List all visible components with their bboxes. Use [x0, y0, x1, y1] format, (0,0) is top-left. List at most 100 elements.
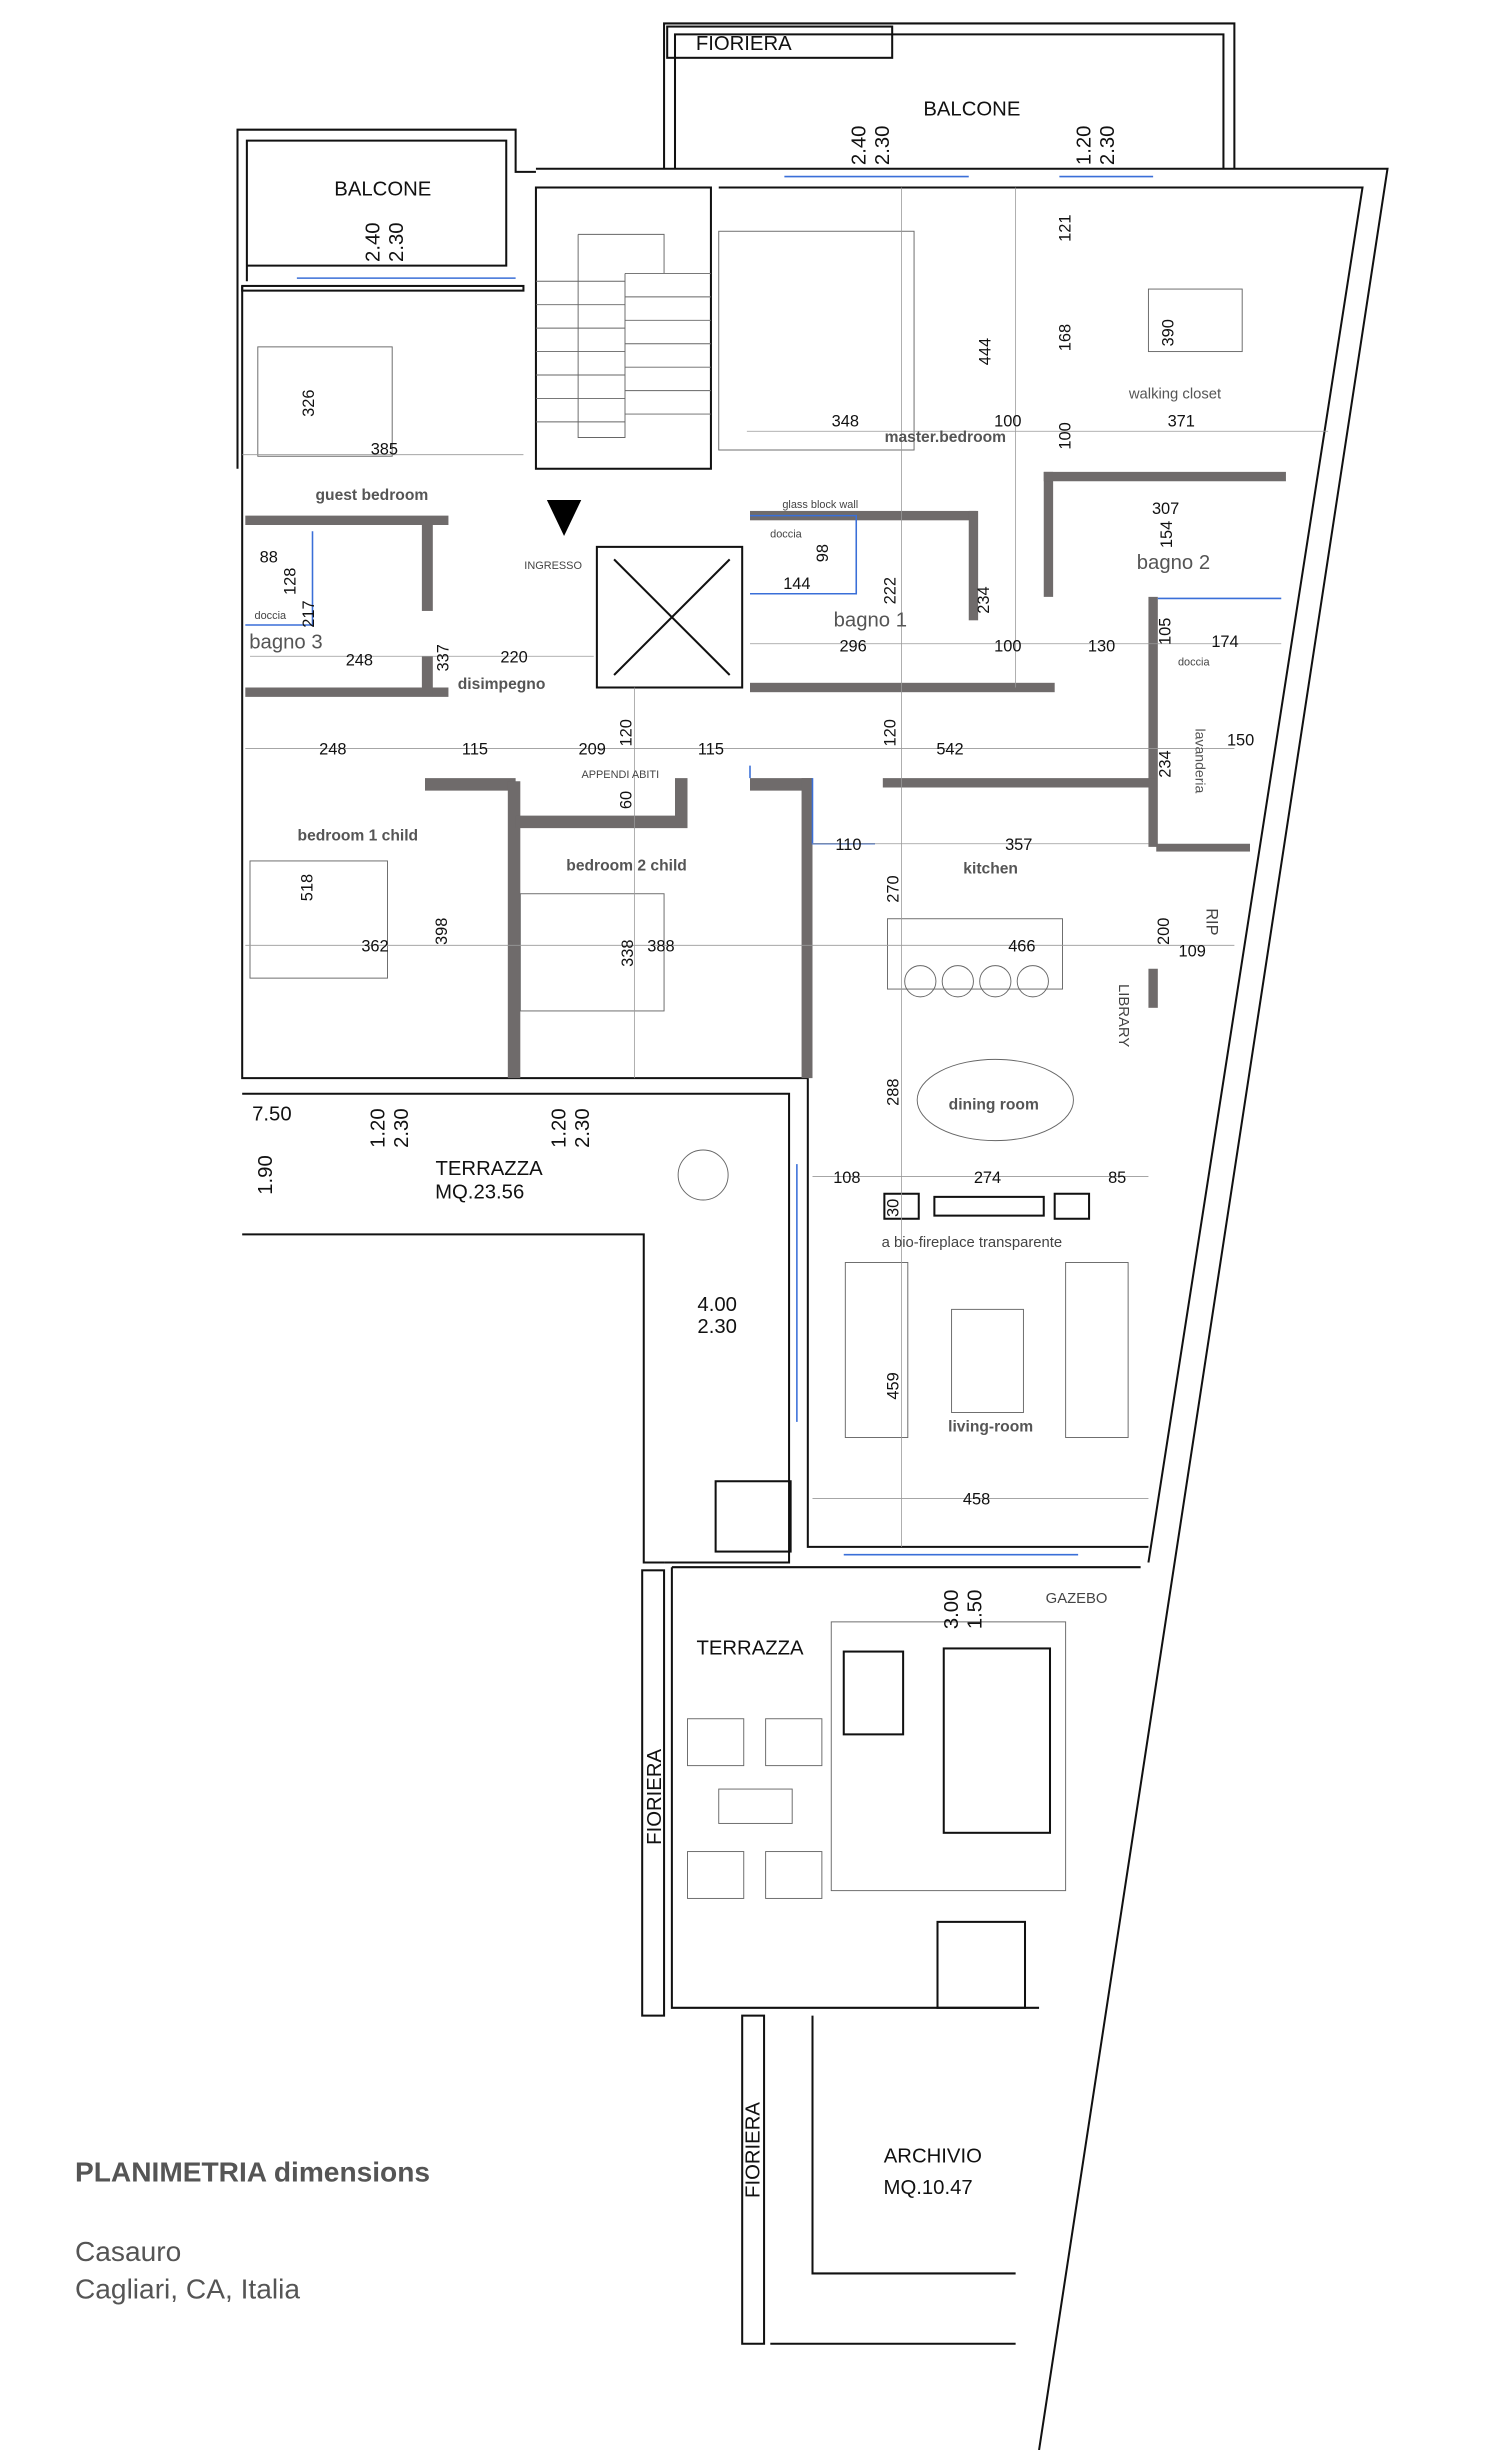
room-labels: FIORIERA BALCONE BALCONE guest bedroom d…: [249, 33, 1222, 2199]
dim: 1.20: [367, 1108, 389, 1148]
planter-box: [666, 25, 894, 59]
dim: 115: [698, 741, 724, 759]
dim: 542: [936, 741, 963, 759]
label-bedroom-1: bedroom 1 child: [298, 828, 419, 845]
dim: 100: [1056, 422, 1074, 449]
dim: 100: [994, 638, 1021, 656]
label-terrazza-1-area: MQ.23.56: [435, 1181, 524, 1203]
dim: 2.30: [572, 1108, 594, 1148]
dim: 217: [300, 600, 318, 627]
dim: 115: [462, 741, 488, 759]
label-bagno-3: bagno 3: [249, 631, 322, 653]
dim: 2.30: [1097, 126, 1119, 166]
dim: 2.30: [386, 222, 408, 262]
project-location: Cagliari, CA, Italia: [75, 2273, 300, 2304]
project-name: Casauro: [75, 2236, 181, 2267]
dim: 1.50: [964, 1590, 986, 1630]
label-terrazza-1: TERRAZZA: [436, 1158, 544, 1180]
dim: 390: [1159, 319, 1177, 346]
dim: 121: [1056, 214, 1074, 241]
dim: 371: [1168, 413, 1195, 431]
dim: 144: [783, 575, 810, 593]
dim: 248: [346, 652, 373, 670]
dim: 3.00: [941, 1590, 963, 1630]
dim: 88: [260, 548, 278, 566]
label-fioriera-top: FIORIERA: [696, 33, 792, 55]
dim: 220: [500, 648, 527, 666]
label-dining-room: dining room: [949, 1096, 1039, 1113]
dim: 168: [1056, 324, 1074, 351]
label-gazebo: GAZEBO: [1046, 1591, 1108, 1607]
title-block: PLANIMETRIA dimensions Casauro Cagliari,…: [75, 2156, 430, 2304]
dimension-labels: 2.40 2.30 1.20 2.30 2.40 2.30 326 385 88…: [252, 126, 1254, 1630]
dim: 100: [994, 413, 1021, 431]
dim: 248: [319, 741, 346, 759]
dim: 154: [1158, 521, 1176, 548]
dim: 2.40: [363, 222, 385, 262]
dim: 2.30: [391, 1108, 413, 1148]
dim: 110: [835, 836, 861, 854]
label-balcone-top: BALCONE: [923, 99, 1020, 121]
label-living-room: living-room: [948, 1418, 1033, 1435]
dim: 2.40: [849, 126, 871, 166]
dim: 2.30: [872, 126, 894, 166]
dim: 7.50: [252, 1103, 292, 1125]
dim: 444: [977, 338, 995, 365]
dim: 296: [839, 638, 866, 656]
label-walking-closet: walking closet: [1128, 386, 1222, 402]
dim: 385: [371, 441, 398, 459]
dim: 348: [832, 413, 859, 431]
dim: 337: [434, 644, 452, 671]
plan-title: PLANIMETRIA dimensions: [75, 2156, 430, 2187]
dim: 85: [1108, 1169, 1126, 1187]
label-bedroom-2: bedroom 2 child: [566, 857, 687, 874]
dim: 105: [1156, 618, 1174, 645]
dim: 398: [433, 918, 451, 945]
label-ingresso: INGRESSO: [524, 560, 582, 572]
label-library: LIBRARY: [1115, 984, 1131, 1047]
label-doccia-2: doccia: [1178, 657, 1210, 669]
label-disimpegno: disimpegno: [458, 676, 546, 693]
label-archivio-area: MQ.10.47: [884, 2177, 973, 2199]
dim: 270: [884, 875, 902, 902]
dim: 1.90: [255, 1155, 277, 1195]
label-lavanderia: lavanderia: [1192, 729, 1208, 794]
walls: [236, 22, 1389, 2450]
dim: 288: [884, 1079, 902, 1106]
dim: 200: [1155, 918, 1173, 945]
dim: 326: [300, 389, 318, 416]
dim: 234: [1156, 750, 1174, 777]
dim: 128: [281, 568, 299, 595]
dim: 518: [298, 874, 316, 901]
label-doccia-3: doccia: [255, 610, 287, 622]
dim: 174: [1211, 633, 1238, 651]
dim: 388: [647, 938, 674, 956]
dim: 150: [1227, 731, 1254, 749]
dim: 60: [617, 791, 635, 809]
label-guest-bedroom: guest bedroom: [316, 487, 429, 504]
dim: 338: [619, 939, 637, 966]
label-glass-block-wall: glass block wall: [782, 499, 858, 511]
label-rip: RIP: [1202, 908, 1220, 935]
dim: 459: [884, 1372, 902, 1399]
label-fireplace: a bio-fireplace transparente: [882, 1235, 1063, 1251]
dim: 362: [361, 938, 388, 956]
dim: 307: [1152, 500, 1179, 518]
dim: 120: [881, 719, 899, 746]
dim: 357: [1005, 836, 1032, 854]
dim: 98: [814, 544, 832, 562]
dim: 108: [833, 1169, 860, 1187]
label-fioriera-bottom: FIORIERA: [742, 2102, 764, 2198]
dim: 458: [963, 1491, 990, 1509]
dim: 120: [617, 719, 635, 746]
label-terrazza-2: TERRAZZA: [696, 1638, 804, 1660]
label-doccia-1: doccia: [770, 529, 802, 541]
label-master-bedroom: master.bedroom: [885, 429, 1006, 446]
dim: 1.20: [1074, 126, 1096, 166]
entrance-arrow-icon: [546, 500, 582, 536]
label-balcone-left: BALCONE: [334, 178, 431, 200]
label-kitchen: kitchen: [963, 860, 1018, 877]
dim: 4.00: [697, 1294, 737, 1316]
dim: 130: [1088, 638, 1115, 656]
